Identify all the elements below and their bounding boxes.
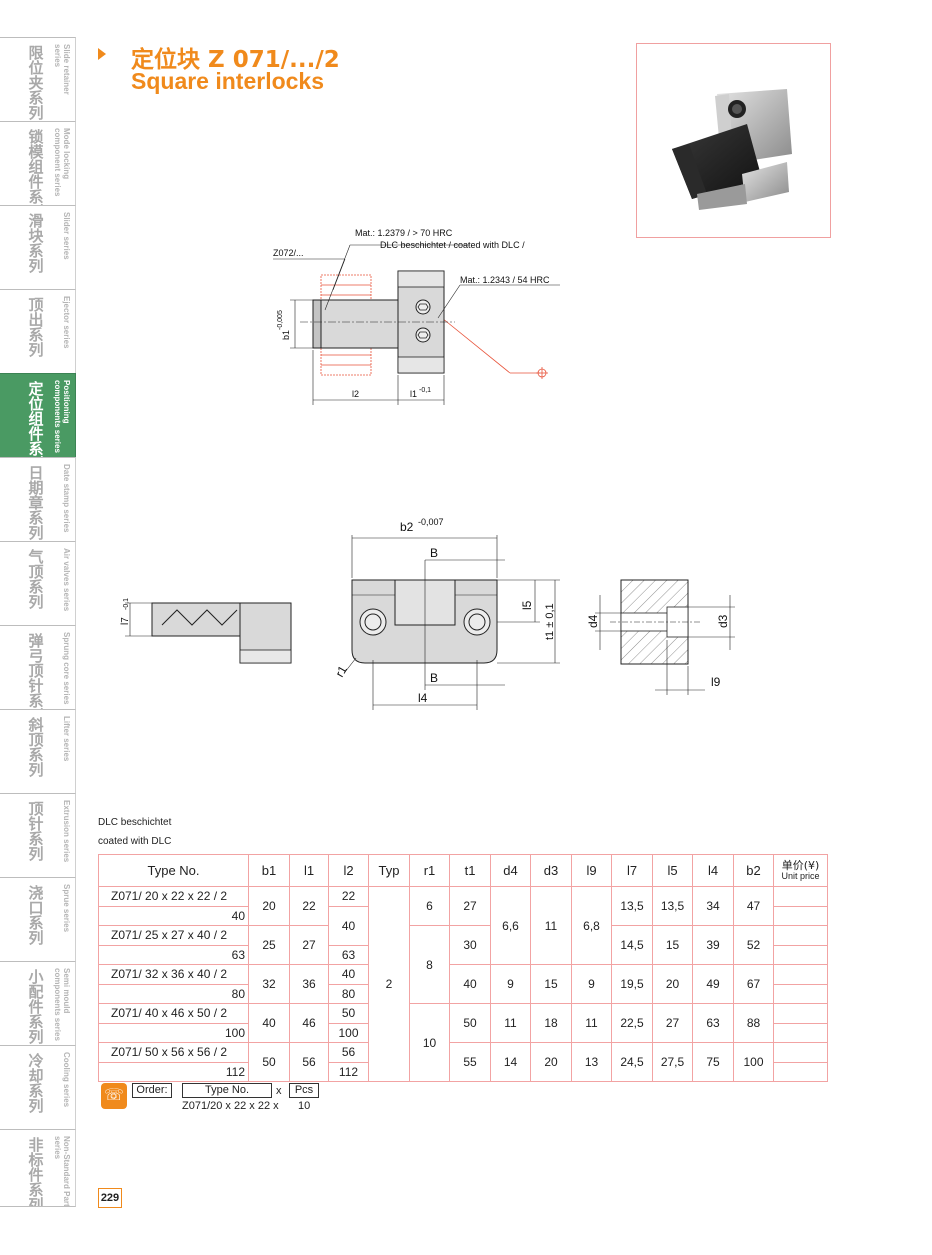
header-l7: l7 <box>611 854 653 887</box>
price-cell <box>773 964 828 985</box>
front-view: b2 -0,007 B B l5 t1 ± 0,1 r1 l4 <box>332 517 560 710</box>
phone-icon: ☏ <box>101 1083 127 1109</box>
specification-table: Type No. b1 l1 l2 Typ r1 t1 d4 d3 l9 l7 … <box>98 854 828 1082</box>
title-arrow-icon <box>98 48 106 60</box>
dlc-note-de: DLC beschichtet <box>98 817 172 828</box>
b2-tolerance: -0,007 <box>418 517 444 527</box>
b1-tolerance: -0,005 <box>277 310 284 330</box>
section-b-bottom-label: B <box>430 671 438 685</box>
b1-label: b1 <box>281 330 291 340</box>
side-view: l7 -0,1 <box>120 598 292 664</box>
table-row: Z071/ 20 x 22 x 22 / 2 20 22 22 2 6 27 6… <box>98 886 828 1082</box>
table-row: Z071/ 32 x 36 x 40 / 2 32 36 40 40 9 15 … <box>98 964 828 1004</box>
l7-tolerance: -0,1 <box>123 598 130 610</box>
order-type-no-box: Type No. <box>182 1083 272 1098</box>
l7-label: l7 <box>120 617 131 625</box>
header-b1: b1 <box>248 854 290 887</box>
side-tab-sprung-core[interactable]: 弹弓顶针系列Sprung core series <box>0 625 76 709</box>
technical-drawing-views: l7 -0,1 b2 -0,007 B B l5 t1 ± 0,1 r1 l4 <box>120 517 735 710</box>
header-r1: r1 <box>409 854 450 887</box>
interlock-render-image <box>672 89 792 210</box>
page-title-zh: 定位块 Z 071/.../2 <box>131 47 340 73</box>
t1-label: t1 ± 0,1 <box>544 603 556 640</box>
order-pcs-box: Pcs <box>289 1083 319 1098</box>
product-photo <box>636 43 831 238</box>
price-cell <box>773 983 828 1004</box>
header-unit-price: 单价(¥)Unit price <box>773 854 828 887</box>
l9-label: l9 <box>711 675 721 689</box>
d4-label: d4 <box>586 614 600 628</box>
table-row: Z071/ 40 x 46 x 50 / 2 40 46 50 10 50 11… <box>98 1003 828 1082</box>
order-times: x <box>276 1085 282 1097</box>
table-row: 63 63 <box>98 944 828 965</box>
price-cell <box>773 905 828 926</box>
price-cell <box>773 1042 828 1063</box>
side-tab-mode-locking[interactable]: 锁模组件系列Mode locking component series <box>0 121 76 205</box>
page-title-en: Square interlocks <box>131 68 325 94</box>
section-b-top-label: B <box>430 546 438 560</box>
page-number: 229 <box>98 1188 122 1208</box>
table-row: Z071/ 25 x 27 x 40 / 2 25 27 8 30 14,5 1… <box>98 925 828 1004</box>
price-cell <box>773 925 828 946</box>
header-d3: d3 <box>530 854 572 887</box>
header-t1: t1 <box>449 854 491 887</box>
header-d4: d4 <box>490 854 531 887</box>
order-label: Order: <box>132 1083 172 1098</box>
header-l1: l1 <box>289 854 329 887</box>
header-typ: Typ <box>368 854 410 887</box>
section-view: d4 d3 l9 <box>586 579 735 695</box>
l5-label: l5 <box>520 600 534 610</box>
d3-label: d3 <box>716 614 730 628</box>
l1-label: l1 <box>410 389 417 399</box>
price-cell <box>773 944 828 965</box>
header-l9: l9 <box>571 854 612 887</box>
table-row: 80 80 <box>98 983 828 1004</box>
b2-label: b2 <box>400 520 414 534</box>
table-row: 40 40 <box>98 905 828 946</box>
material-2-label: Mat.: 1.2343 / 54 HRC <box>460 275 550 285</box>
table-row: 100 100 <box>98 1022 828 1043</box>
r1-label: r1 <box>332 663 350 680</box>
l4-label: l4 <box>418 691 428 705</box>
l2-label: l2 <box>352 389 359 399</box>
price-cell <box>773 1003 828 1024</box>
header-l4: l4 <box>692 854 734 887</box>
side-tab-positioning[interactable]: 定位组件系列Positioning components series <box>0 373 76 457</box>
coating-label: DLC beschichtet / coated with DLC / <box>380 240 525 250</box>
header-l2: l2 <box>328 854 369 887</box>
header-b2: b2 <box>733 854 774 887</box>
dlc-note-en: coated with DLC <box>98 836 172 847</box>
order-example-type: Z071/20 x 22 x 22 x <box>182 1100 279 1112</box>
price-cell <box>773 1022 828 1043</box>
part-ref-label: Z072/... <box>273 248 304 258</box>
technical-drawing-top: Mat.: 1.2379 / > 70 HRC DLC beschichtet … <box>273 228 560 405</box>
table-row: Z071/ 50 x 56 x 56 / 2 50 56 56 55 14 20… <box>98 1042 828 1082</box>
header-type-no: Type No. <box>98 854 249 887</box>
order-example-pcs: 10 <box>298 1100 311 1112</box>
table-row: 112 112 <box>98 1061 828 1082</box>
material-1-label: Mat.: 1.2379 / > 70 HRC <box>355 228 453 238</box>
price-cell <box>773 1061 828 1082</box>
price-cell <box>773 886 828 907</box>
header-l5: l5 <box>652 854 693 887</box>
l1-tolerance: -0,1 <box>419 387 431 394</box>
table-header-row: Type No. b1 l1 l2 Typ r1 t1 d4 d3 l9 l7 … <box>98 854 828 887</box>
